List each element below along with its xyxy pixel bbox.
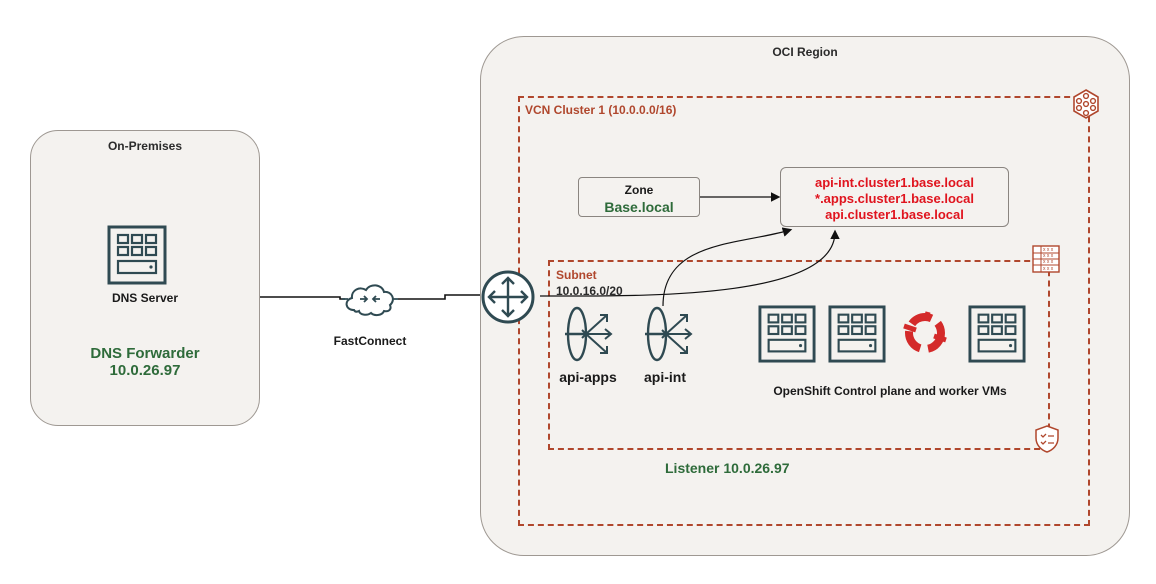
openshift-icon	[898, 306, 952, 360]
vms-label: OpenShift Control plane and worker VMs	[773, 384, 1007, 398]
lb-api-apps-label: api-apps	[559, 369, 617, 385]
zone-title: Zone	[624, 183, 654, 197]
dns-records-box: api-int.cluster1.base.local *.apps.clust…	[780, 167, 1009, 227]
zone-name: Base.local	[604, 199, 674, 215]
dns-record-1: api-int.cluster1.base.local	[815, 175, 974, 190]
lb-api-int-label: api-int	[644, 369, 686, 385]
svg-text:x x x: x x x	[1043, 259, 1054, 265]
subnet-boundary	[548, 260, 1050, 450]
on-premises-title: On-Premises	[107, 139, 183, 153]
load-balancer-icon	[563, 305, 615, 363]
listener-label: Listener 10.0.26.97	[665, 460, 790, 476]
router-icon	[481, 270, 535, 324]
oci-region-title: OCI Region	[772, 45, 838, 59]
zone-box: Zone Base.local	[578, 177, 700, 217]
svg-text:x x x: x x x	[1043, 266, 1054, 272]
fastconnect-cloud-icon	[340, 278, 400, 320]
dns-server-icon	[107, 225, 167, 285]
vcn-icon	[1070, 88, 1102, 120]
dns-forwarder-label: DNS Forwarder	[90, 345, 200, 362]
dns-server-label: DNS Server	[111, 291, 179, 305]
vcn-label: VCN Cluster 1 (10.0.0.0/16)	[525, 103, 677, 117]
subnet-cidr: 10.0.16.0/20	[556, 284, 623, 298]
server-icon	[968, 305, 1026, 363]
svg-text:x x x: x x x	[1043, 247, 1054, 253]
load-balancer-icon	[643, 305, 695, 363]
subnet-title: Subnet	[556, 268, 597, 282]
svg-text:x x x: x x x	[1043, 253, 1054, 259]
dns-record-2: *.apps.cluster1.base.local	[815, 191, 974, 206]
server-icon	[828, 305, 886, 363]
dns-record-3: api.cluster1.base.local	[825, 207, 964, 222]
dns-forwarder-ip: 10.0.26.97	[109, 362, 181, 379]
fastconnect-label: FastConnect	[333, 334, 407, 348]
security-list-icon	[1034, 424, 1060, 454]
on-premises-panel: On-Premises	[30, 130, 260, 426]
server-icon	[758, 305, 816, 363]
